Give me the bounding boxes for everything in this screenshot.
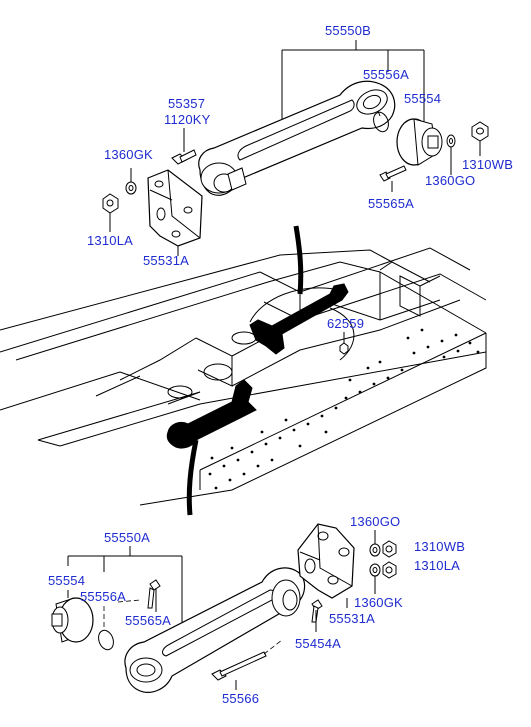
label-1360GK-bottom: 1360GK: [354, 595, 403, 610]
washer-1360GK-bottom: [369, 563, 381, 594]
washer-1360GO-top: [446, 134, 456, 148]
nut-1310LA-top: [102, 193, 119, 232]
bolt-1120KY: [171, 128, 197, 165]
nut-62559: [339, 332, 349, 355]
bushing-bottom: [51, 597, 94, 643]
label-1120KY: 1120KY: [164, 112, 211, 127]
bolt-55565A-top: [379, 165, 407, 192]
label-55454A: 55454A: [295, 636, 342, 651]
nut-1310WB-bottom: [382, 540, 397, 558]
label-1310LA-top: 1310LA: [87, 233, 134, 248]
snap-ring-bottom: [98, 599, 141, 651]
label-55566: 55566: [222, 691, 260, 706]
bolt-55566: [211, 639, 283, 690]
control-arm-55550B: [198, 80, 396, 196]
bushing-top: [396, 118, 443, 166]
control-arm-installed-upper: [249, 225, 349, 355]
washer-1360GK-top: [125, 168, 137, 195]
label-55531A-bottom: 55531A: [329, 611, 376, 626]
label-55550A: 55550A: [104, 530, 151, 545]
washer-1360GO-bottom: [369, 530, 381, 557]
label-62559: 62559: [327, 316, 365, 331]
mount-bracket-top: [147, 169, 203, 256]
label-1360GK-top: 1360GK: [104, 147, 153, 162]
label-55531A-top: 55531A: [143, 253, 190, 268]
label-55554-top: 55554: [404, 91, 442, 106]
control-arm-installed-lower: [166, 379, 257, 516]
label-1360GO-top: 1360GO: [425, 173, 476, 188]
label-55357: 55357: [168, 96, 206, 111]
nut-1310WB-top: [471, 121, 489, 142]
leader-55550B: [281, 40, 425, 125]
mount-bracket-bottom: [297, 523, 355, 599]
label-1310LA-bottom: 1310LA: [414, 558, 461, 573]
label-55565A-top: 55565A: [368, 196, 415, 211]
label-1310WB-bottom: 1310WB: [414, 539, 466, 554]
nut-1310LA-bottom: [382, 561, 397, 579]
label-55556A-bottom: 55556A: [80, 589, 127, 604]
label-55565A-bottom: 55565A: [125, 613, 172, 628]
label-1310WB-top: 1310WB: [462, 157, 514, 172]
label-55554-bottom: 55554: [48, 573, 86, 588]
bolt-55565A-bottom: [147, 579, 161, 612]
control-arm-55550A: [124, 567, 306, 693]
label-55550B: 55550B: [325, 23, 372, 38]
snap-ring-top: [373, 110, 389, 133]
frame-holes: [208, 328, 480, 490]
bolt-55454A: [311, 599, 323, 632]
chassis-frame: [0, 247, 487, 506]
label-1360GO-bottom: 1360GO: [350, 514, 401, 529]
label-55556A-top: 55556A: [363, 67, 410, 82]
